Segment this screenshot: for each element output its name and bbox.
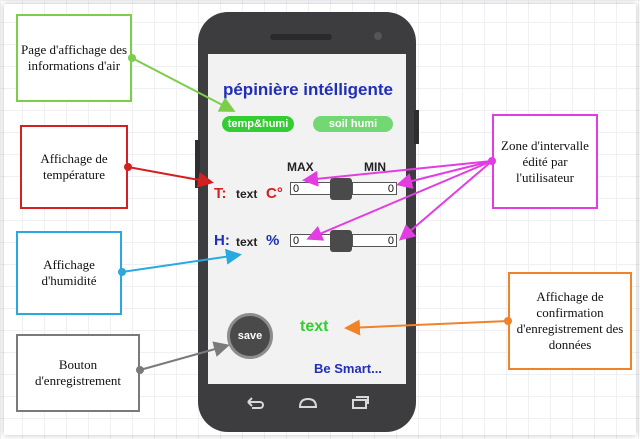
temp-min-input[interactable]: 0 [352,182,397,195]
humi-prefix: H: [214,232,230,249]
temp-unit: C° [266,185,283,202]
humi-value: text [236,235,258,249]
annotation-save-button: Bouton d'enregistrement [16,334,140,412]
temp-range-handle[interactable] [330,178,352,200]
tab-temp-humi[interactable]: temp&humi [222,116,294,132]
annotation-save-confirmation-text: Affichage de confirmation d'enregistreme… [516,289,624,352]
tab-soil-humi[interactable]: soil humi [313,116,393,132]
temp-prefix: T: [214,185,227,202]
annotation-save-confirmation: Affichage de confirmation d'enregistreme… [508,272,632,370]
humi-range-handle[interactable] [330,230,352,252]
save-confirmation-text: text [300,318,329,335]
app-title: pépinière intélligente [222,80,394,99]
phone-volume-button [195,140,200,188]
back-icon[interactable] [244,395,266,409]
annotation-save-button-text: Bouton d'enregistrement [34,357,122,388]
annotation-temperature: Affichage de température [20,125,128,209]
max-header: MAX [287,160,314,174]
save-button[interactable]: save [227,313,273,359]
annotation-air-page-text: Page d'affichage des informations d'air [20,42,128,73]
humi-unit: % [266,232,280,249]
min-header: MIN [364,160,386,174]
temp-max-input[interactable]: 0 [290,182,332,195]
annotation-interval-zone: Zone d'intervalle édité par l'utilisateu… [492,114,598,209]
annotation-temperature-text: Affichage de température [40,151,108,182]
humi-min-input[interactable]: 0 [352,234,397,247]
home-icon[interactable] [297,395,319,409]
annotation-air-page: Page d'affichage des informations d'air [16,14,132,102]
app-slogan: Be Smart... [314,361,382,376]
phone-camera [374,32,382,40]
recent-apps-icon[interactable] [349,395,371,409]
temp-value: text [236,187,258,201]
humi-max-input[interactable]: 0 [290,234,332,247]
phone-power-button [414,110,419,144]
phone-speaker [270,34,332,40]
annotation-humidity-text: Affichage d'humidité [41,257,97,288]
annotation-humidity: Affichage d'humidité [16,231,122,315]
annotation-interval-zone-text: Zone d'intervalle édité par l'utilisateu… [501,137,589,185]
